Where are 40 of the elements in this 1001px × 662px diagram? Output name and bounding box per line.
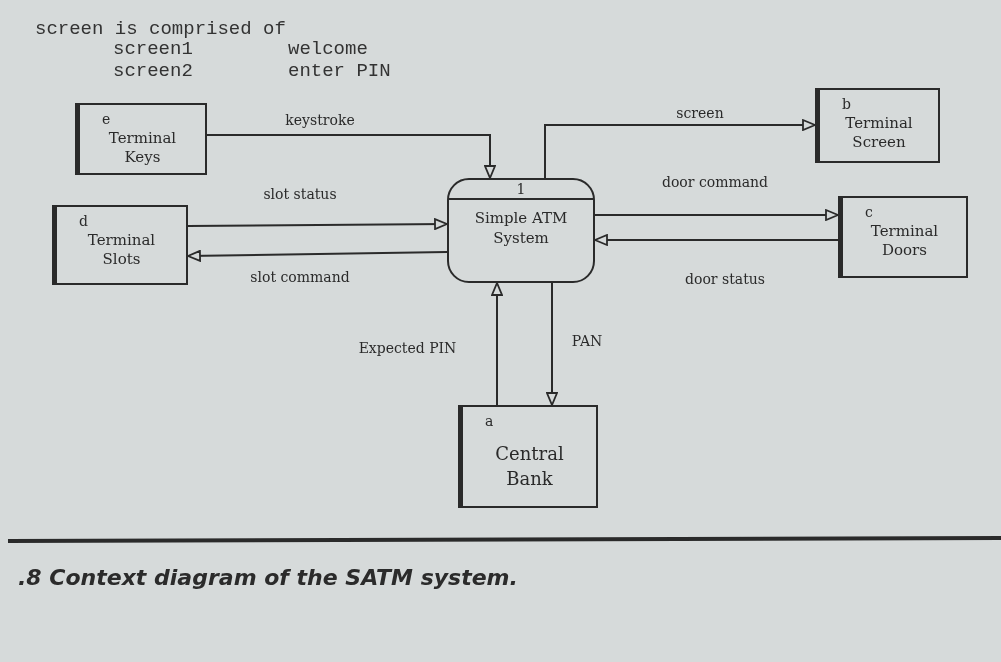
arrow — [187, 218, 448, 230]
entity-name: Terminal Screen — [844, 114, 914, 152]
entity-name: Terminal Doors — [869, 222, 940, 260]
note-text: screen2 — [113, 60, 193, 82]
process-box — [447, 178, 595, 283]
edge-label: keystroke — [284, 111, 356, 129]
edge-label: door status — [684, 270, 766, 288]
arrow — [594, 209, 839, 221]
note-text: welcome — [288, 38, 368, 60]
process-name: Simple ATM System — [473, 208, 569, 248]
external-entity-box — [75, 103, 207, 175]
external-entity-box — [458, 405, 598, 508]
external-entity-box — [52, 205, 188, 285]
entity-letter: d — [79, 213, 88, 229]
entity-name: Central Bank — [494, 442, 565, 491]
entity-name: Terminal Slots — [86, 231, 157, 269]
edge-label: door command — [660, 173, 770, 191]
edge-label: PAN — [570, 332, 604, 350]
entity-letter: a — [485, 413, 494, 429]
entity-letter: c — [865, 204, 873, 220]
external-entity-box — [838, 196, 968, 278]
note-text: enter PIN — [288, 60, 391, 82]
entity-letter: e — [102, 111, 111, 127]
note-text: screen1 — [113, 38, 193, 60]
arrow — [187, 249, 448, 262]
edge-label: Expected PIN — [357, 339, 458, 357]
edge-label: screen — [675, 104, 725, 122]
entity-name: Terminal Keys — [107, 129, 178, 167]
edge-label: slot status — [262, 185, 338, 203]
arrow — [594, 234, 839, 246]
note-text: screen is comprised of — [35, 18, 286, 40]
arrow — [206, 134, 496, 179]
arrow — [491, 282, 503, 406]
figure-caption: .8 Context diagram of the SATM system. — [18, 565, 518, 590]
external-entity-box — [815, 88, 940, 163]
process-number: 1 — [449, 180, 593, 200]
arrow — [546, 282, 558, 406]
arrow — [544, 119, 816, 179]
edge-label: slot command — [249, 268, 351, 286]
entity-letter: b — [842, 96, 851, 112]
